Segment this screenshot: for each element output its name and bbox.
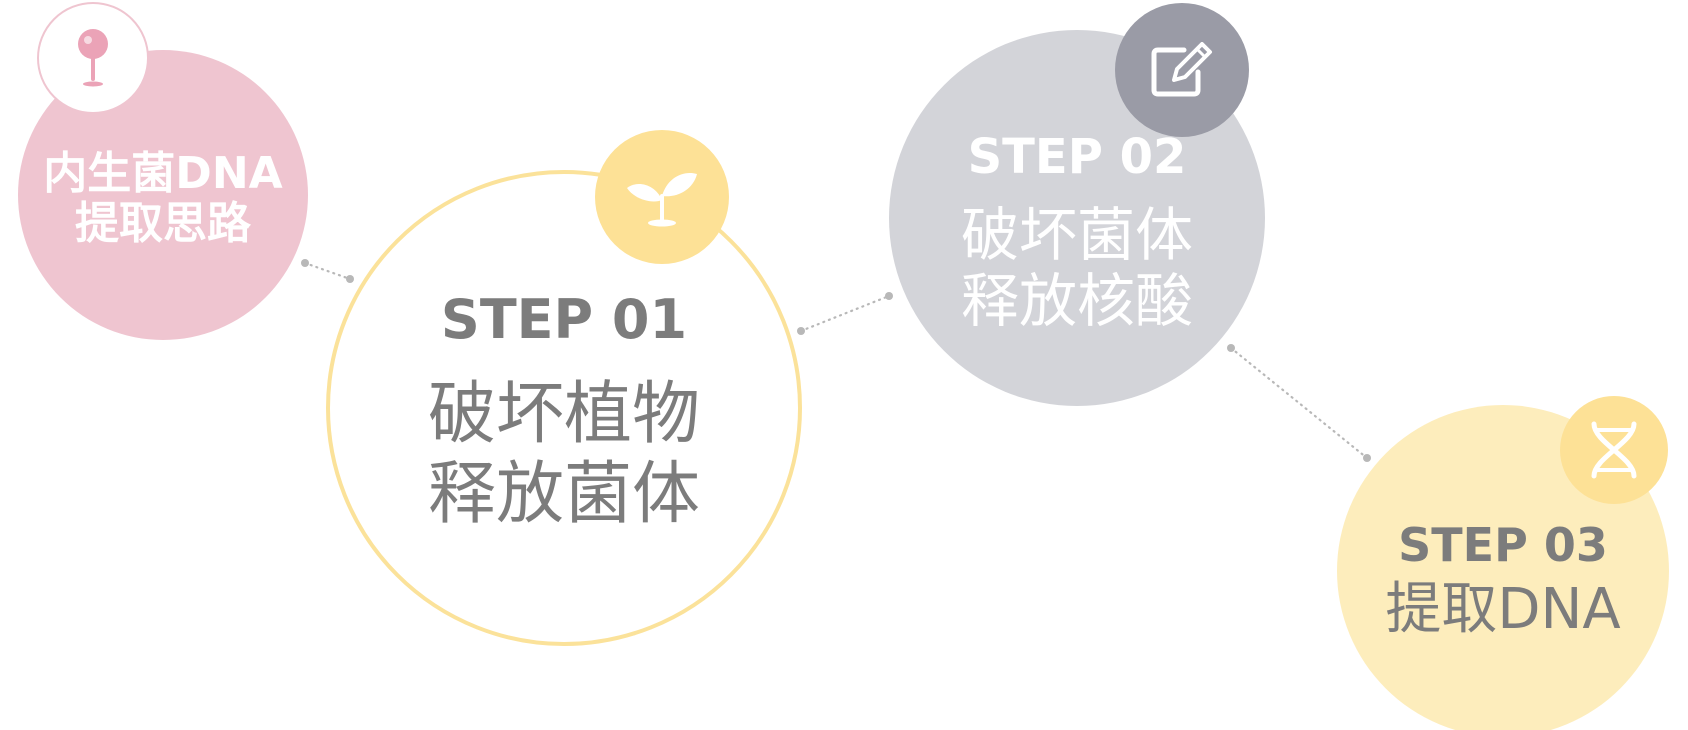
- step2-badge: [1115, 3, 1249, 137]
- connector-dot: [346, 275, 354, 283]
- step1-line1: 破坏植物: [427, 375, 700, 454]
- connector-dot: [301, 259, 309, 267]
- connector-intro-step1: [303, 261, 352, 281]
- pushpin-icon: [78, 29, 108, 87]
- step2-line1: 破坏菌体: [960, 201, 1193, 269]
- edit-icon: [1151, 42, 1212, 97]
- step1-label: STEP 01: [440, 288, 688, 351]
- connector-dot: [1227, 344, 1235, 352]
- intro-title-line1: 内生菌DNA: [43, 148, 283, 199]
- step3-label: STEP 03: [1398, 518, 1608, 572]
- connector-dot: [797, 327, 805, 335]
- dna-icon: [1591, 421, 1637, 479]
- step2-line2: 释放核酸: [960, 267, 1193, 335]
- step2-label: STEP 02: [967, 129, 1187, 185]
- step3-line1: 提取DNA: [1385, 577, 1621, 642]
- intro-badge: [37, 2, 149, 114]
- sprout-icon: [627, 172, 697, 227]
- intro-title-line2: 提取思路: [75, 198, 251, 249]
- step3-badge: [1560, 396, 1668, 504]
- step1-badge: [595, 130, 729, 264]
- step1-line2: 释放菌体: [427, 455, 700, 534]
- connector-dot: [1363, 454, 1371, 462]
- connector-step2-step3: [1229, 346, 1369, 460]
- connector-step1-step2: [799, 294, 891, 333]
- step1-circle: [326, 170, 802, 646]
- connector-dot: [885, 292, 893, 300]
